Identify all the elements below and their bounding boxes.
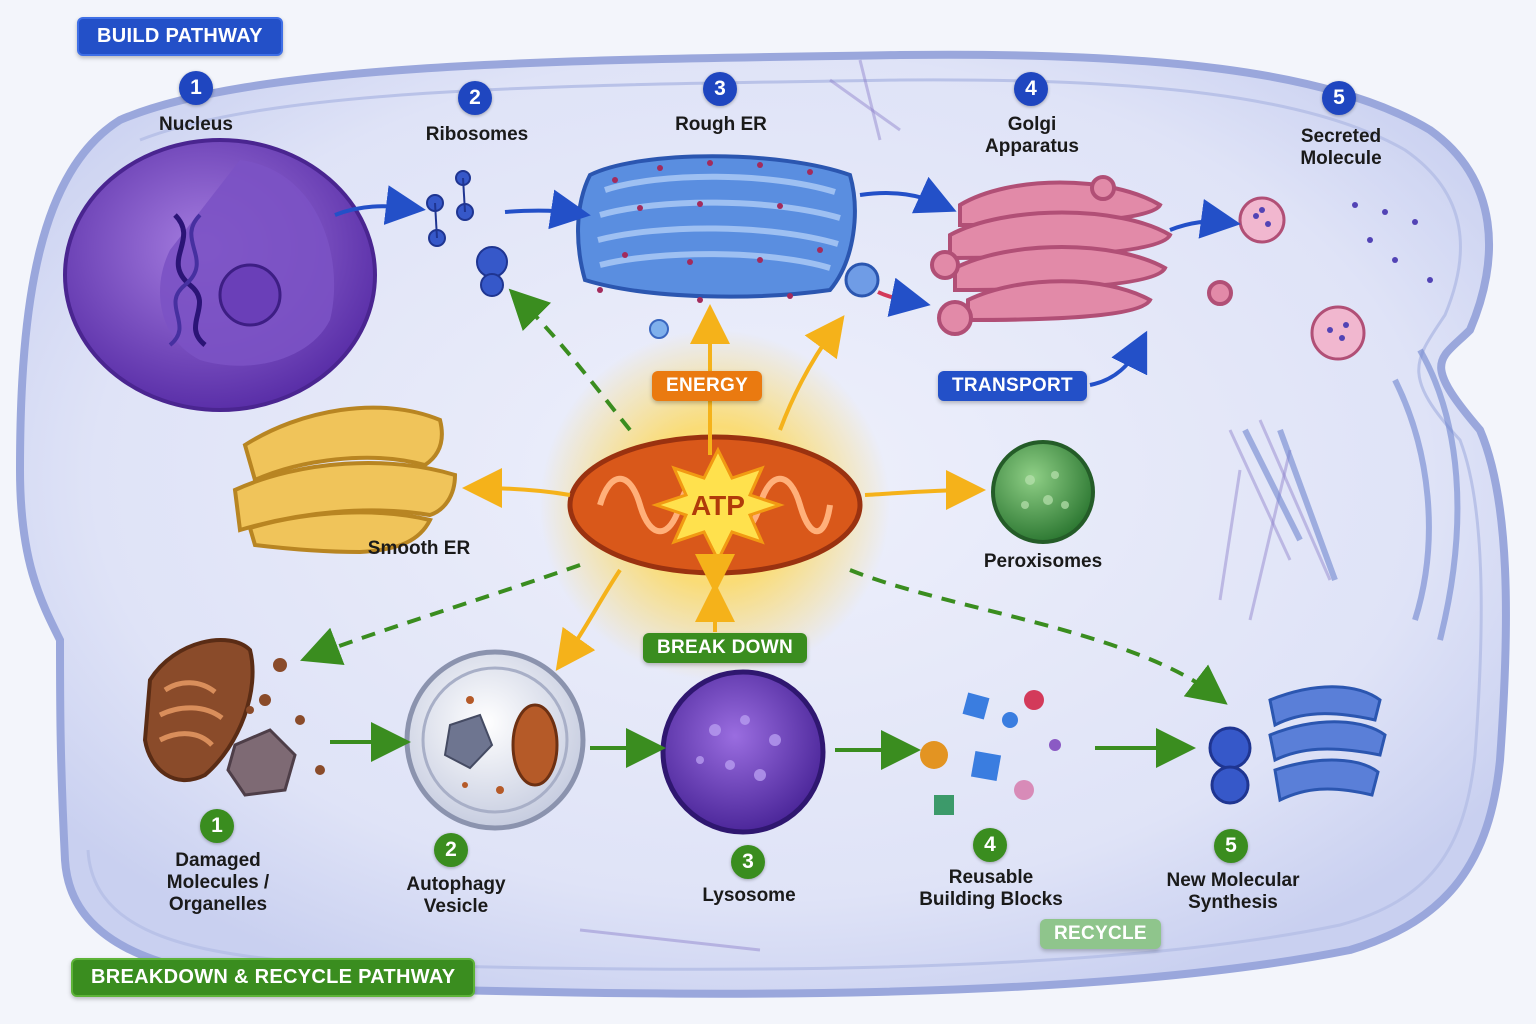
cell-membrane-inner (86, 78, 1483, 971)
building-blocks-icon (920, 690, 1061, 815)
break-down-label: BREAK DOWN (643, 633, 807, 663)
damaged-organelle-icon (142, 638, 325, 797)
build-arrows (334, 176, 1241, 387)
build-step-3-label: Rough ER (675, 114, 767, 135)
build-pathway-header: BUILD PATHWAY (77, 17, 283, 56)
ribosomes-icon (426, 170, 508, 297)
atp-label: ATP (691, 490, 745, 521)
breakdown-pathway-header: BREAKDOWN & RECYCLE PATHWAY (71, 958, 476, 997)
energy-arrows (462, 304, 986, 672)
autophagy-vesicle-icon (404, 649, 586, 831)
rough-er-icon (576, 154, 880, 339)
cytoskeleton-fibers (579, 59, 1332, 952)
secretory-vesicle-icon (1238, 196, 1433, 361)
build-step-1-badge: 1 (179, 71, 213, 105)
lysosome-icon (660, 669, 826, 835)
peroxisomes-label: Peroxisomes (983, 551, 1103, 572)
recycle-step-5-badge: 5 (1214, 829, 1248, 863)
recycle-step-4-badge: 4 (973, 828, 1007, 862)
recycle-dashed-arrows (300, 288, 1228, 705)
smooth-er-label: Smooth ER (367, 538, 471, 559)
recycle-arrows (330, 722, 1196, 770)
peroxisome-icon (991, 440, 1095, 544)
microtubules (1242, 348, 1461, 641)
recycle-label: RECYCLE (1040, 919, 1161, 949)
build-step-2-badge: 2 (458, 81, 492, 115)
recycle-step-1-badge: 1 (200, 809, 234, 843)
recycle-step-3-badge: 3 (731, 845, 765, 879)
recycle-step-2-badge: 2 (434, 833, 468, 867)
golgi-apparatus-icon (930, 175, 1233, 336)
build-step-2-label: Ribosomes (425, 124, 529, 145)
build-step-5-badge: 5 (1322, 81, 1356, 115)
build-step-4-badge: 4 (1014, 72, 1048, 106)
smooth-er-icon (232, 405, 458, 555)
nucleus-icon (63, 138, 377, 412)
build-step-3-badge: 3 (703, 72, 737, 106)
energy-label: ENERGY (652, 371, 763, 401)
build-step-1-label: Nucleus (159, 114, 233, 135)
transport-label: TRANSPORT (938, 371, 1087, 401)
recycle-step-3-label: Lysosome (702, 885, 796, 906)
new-synthesis-icon (1208, 685, 1387, 805)
